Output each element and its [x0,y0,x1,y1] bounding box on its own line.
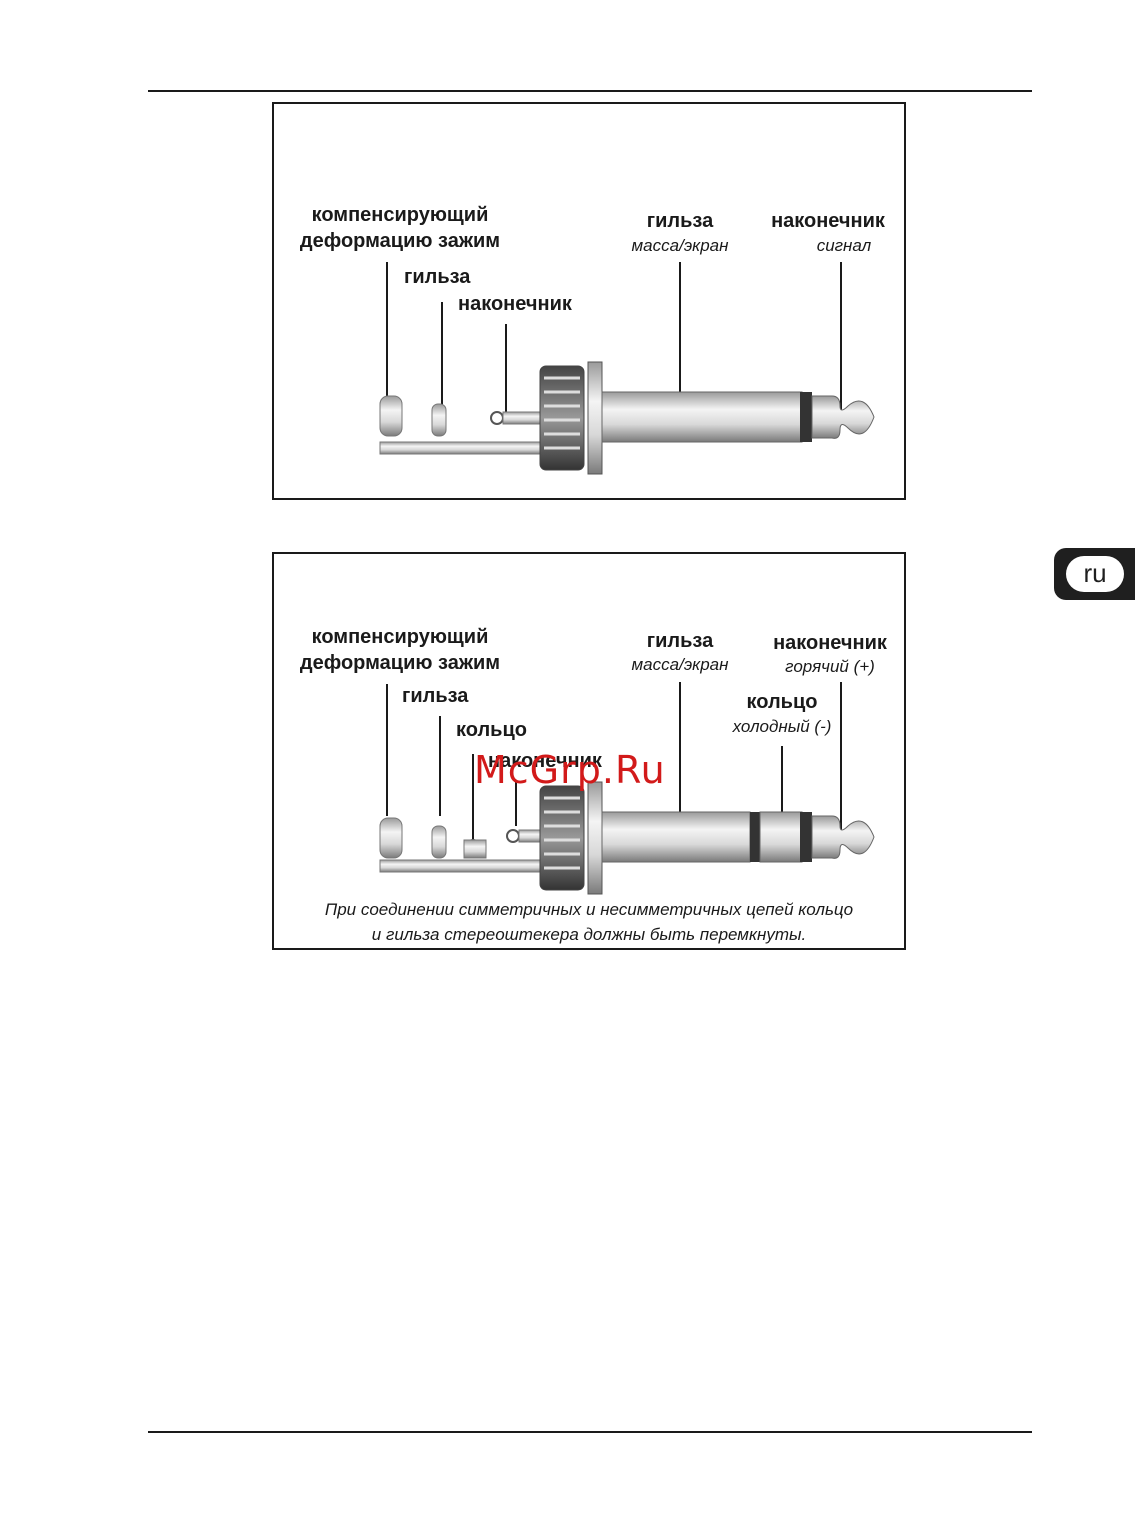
strain-relief-label: компенсирующий деформацию зажим [299,626,501,674]
strain-relief-label: компенсирующий деформацию зажим [299,204,501,252]
stereo-plug-drawing [379,682,875,895]
watermark: McGrp.Ru [474,748,666,792]
sleeve-label: гильза [646,630,714,652]
threaded-nut [539,361,603,475]
language-code: ru [1066,556,1124,592]
sleeve-sublabel: масса/экран [631,655,729,674]
mono-plug-diagram: компенсирующий деформацию зажим гильза н… [272,102,906,500]
ring-sublabel: холодный (-) [732,717,832,736]
solder-lugs [379,395,544,455]
tip-label: наконечник [771,210,885,232]
mono-plug-drawing [379,262,875,475]
ring-section [759,811,803,863]
sleeve-sublabel: масса/экран [631,236,729,255]
ring-lug-label: кольцо [456,719,527,741]
threaded-nut [539,781,603,895]
tip-sublabel: сигнал [816,236,872,255]
ring-label: кольцо [746,691,818,713]
tip-shape [811,815,875,859]
sleeve-lug-label: гильза [402,685,469,707]
tip-lug-label: наконечник [458,293,572,315]
sleeve-lug-label: гильза [404,266,471,288]
tip-shape [811,395,875,439]
sleeve-shaft [601,391,803,443]
tip-lug-label: наконечник [488,750,602,772]
insulator-ring [750,812,760,862]
solder-lugs [379,817,544,873]
tip-sublabel: горячий (+) [785,657,875,676]
balanced-wiring-note: При соединении симметричных и несимметри… [324,900,854,944]
insulator-ring [800,812,812,862]
bottom-rule [148,1431,1032,1433]
language-tab: ru [1054,548,1135,600]
sleeve-shaft [601,811,751,863]
stereo-plug-diagram: компенсирующий деформацию зажим гильза к… [272,552,906,950]
sleeve-label: гильза [646,210,714,232]
tip-label: наконечник [773,632,887,654]
insulator-ring [800,392,812,442]
top-rule [148,90,1032,92]
